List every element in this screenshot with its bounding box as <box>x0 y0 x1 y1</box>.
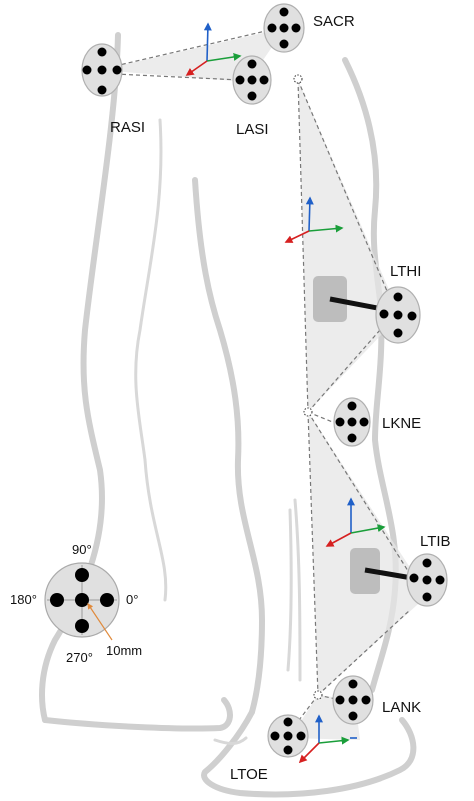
leg-outlines <box>39 32 417 798</box>
legend-90-label: 90° <box>72 542 92 557</box>
lank-label: LANK <box>382 699 421 716</box>
lank-marker-cluster <box>332 675 374 725</box>
thigh-axes <box>284 196 344 243</box>
sacr-label: SACR <box>313 13 355 30</box>
legend-0-label: 0° <box>126 592 138 607</box>
lkne-marker-cluster <box>333 397 371 447</box>
ltoe-marker-cluster <box>267 714 309 758</box>
angle-legend: 90° 180° 0° 270° 10mm <box>10 542 142 665</box>
ltib-label: LTIB <box>420 533 451 550</box>
lasi-marker-cluster <box>232 55 272 105</box>
lasi-label: LASI <box>236 121 269 138</box>
ltoe-label: LTOE <box>230 766 268 783</box>
lthi-marker-cluster <box>375 286 421 344</box>
foot-axes <box>298 714 357 764</box>
legend-distance-label: 10mm <box>106 643 142 658</box>
hip-joint-marker <box>293 74 303 84</box>
shank-axes <box>325 497 386 547</box>
legend-270-label: 270° <box>66 650 93 665</box>
rasi-marker-cluster <box>81 43 123 97</box>
lkne-label: LKNE <box>382 415 421 432</box>
pelvis-axes <box>185 22 242 76</box>
ankle-joint-marker <box>313 690 323 700</box>
sacr-marker-cluster <box>263 3 305 53</box>
lthi-label: LTHI <box>390 263 421 280</box>
knee-joint-marker <box>303 407 313 417</box>
legend-180-label: 180° <box>10 592 37 607</box>
tibia-wand <box>350 548 413 594</box>
ltib-marker-cluster <box>406 553 448 607</box>
thigh-segment <box>298 80 400 412</box>
rasi-label: RASI <box>110 119 145 136</box>
